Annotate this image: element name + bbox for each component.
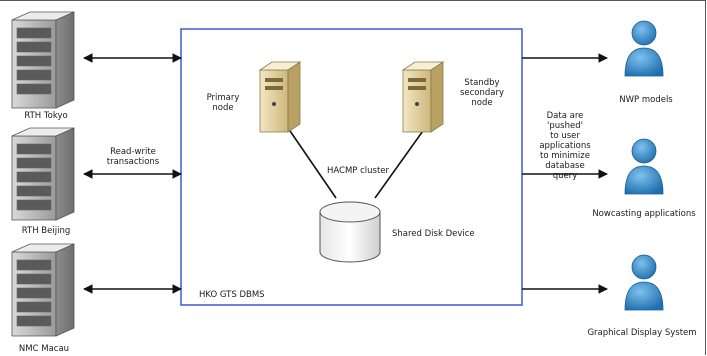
primary-node-label-line-2: node xyxy=(212,103,234,113)
primary-node-label-line-1: Primary xyxy=(206,93,240,103)
cluster-label: HACMP cluster xyxy=(326,166,390,176)
consumer-label-graphical: Graphical Display System xyxy=(587,328,697,338)
consumer-label-nowcasting: Nowcasting applications xyxy=(592,209,696,219)
push-note-line-5: to minimize xyxy=(540,151,590,161)
push-note-line-2: 'pushed' xyxy=(547,121,583,131)
push-note-line-6: database xyxy=(545,161,585,171)
push-note-line-3: to user xyxy=(550,131,580,141)
standby-node-server-icon xyxy=(401,61,445,133)
link-label-line-1: Read-write xyxy=(110,147,156,157)
push-note: Data are 'pushed' to user applications t… xyxy=(527,111,603,181)
standby-node-label-line-2: secondary xyxy=(459,88,505,98)
standby-node-label: Standby secondary node xyxy=(452,78,512,108)
push-note-line-1: Data are xyxy=(546,111,584,121)
disk-label: Shared Disk Device xyxy=(392,229,475,239)
standby-node-label-line-1: Standby xyxy=(464,78,500,88)
person-icon-nowcasting xyxy=(624,138,664,195)
rack-server-icon-tokyo xyxy=(11,11,75,109)
consumer-label-nwp: NWP models xyxy=(619,95,673,105)
person-icon-nwp xyxy=(624,20,664,77)
push-note-line-4: applications xyxy=(539,141,591,151)
dbms-label: HKO GTS DBMS xyxy=(199,290,265,300)
primary-to-disk-line xyxy=(287,127,337,199)
standby-to-disk-line xyxy=(374,127,426,199)
rack-server-icon-beijing xyxy=(11,127,75,221)
standby-node-label-line-3: node xyxy=(471,98,493,108)
link-label-line-2: transactions xyxy=(106,157,160,167)
link-label: Read-write transactions xyxy=(96,147,170,167)
shared-disk-icon xyxy=(319,201,381,263)
person-icon-graphical xyxy=(624,254,664,311)
site-label-macau: NMC Macau xyxy=(18,344,70,354)
primary-node-label: Primary node xyxy=(200,93,246,113)
rack-server-icon-macau xyxy=(11,243,75,337)
site-label-tokyo: RTH Tokyo xyxy=(24,111,68,121)
site-label-beijing: RTH Beijing xyxy=(21,226,71,236)
primary-node-server-icon xyxy=(258,61,302,133)
push-note-line-7: query xyxy=(552,171,578,181)
